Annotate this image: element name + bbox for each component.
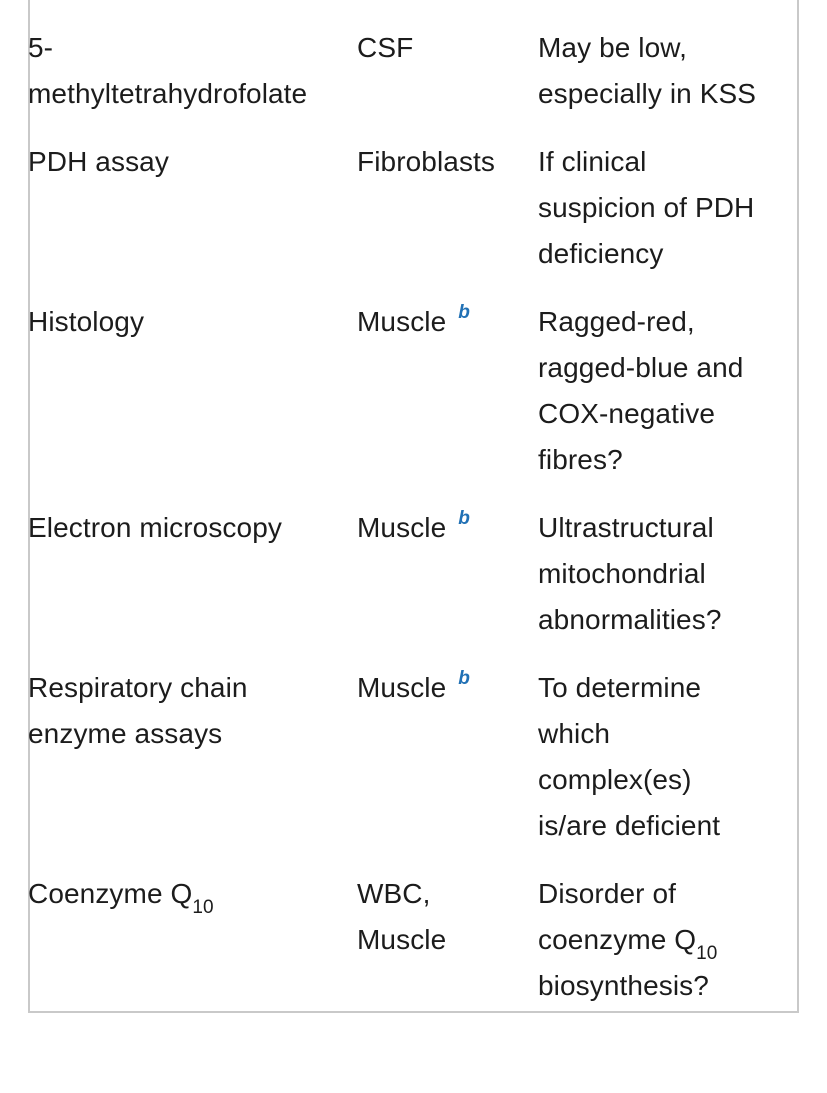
test-line: Electron microscopy — [28, 512, 282, 543]
cell-comment: Ultrastructural mitochondrial abnormalit… — [538, 483, 799, 643]
footnote-marker-b[interactable]: b — [458, 667, 471, 689]
comment-line: To determine — [538, 672, 702, 703]
cell-test: 5- methyltetrahydrofolate — [28, 0, 357, 117]
comment-line: Ultrastructural — [538, 512, 714, 543]
table-border-frame — [28, 0, 799, 1013]
tissue-line: Muscle — [357, 924, 447, 955]
cell-tissue: WBC, Muscle — [357, 849, 538, 1093]
comment-line: coenzyme Q10 — [538, 917, 799, 963]
tissue-line: Fibroblasts — [357, 146, 496, 177]
test-line: 5- — [28, 32, 54, 63]
tissue-text: Muscle — [357, 672, 447, 703]
comment-text: coenzyme Q — [538, 924, 697, 955]
diagnostic-investigations-table: 5- methyltetrahydrofolate CSF May be low… — [28, 0, 799, 1093]
comment-line: If clinical — [538, 146, 647, 177]
cell-test: Electron microscopy — [28, 483, 357, 643]
comment-line: Ragged-red, — [538, 306, 695, 337]
subscript-10: 10 — [696, 942, 718, 964]
test-line: Respiratory chain — [28, 672, 248, 703]
comment-line: abnormalities? — [538, 604, 722, 635]
test-line: methyltetrahydrofolate — [28, 78, 308, 109]
table-row: PDH assay Fibroblasts If clinical suspic… — [28, 117, 799, 277]
tissue-text: Muscle — [357, 512, 447, 543]
cell-tissue: CSF — [357, 0, 538, 117]
test-line: PDH assay — [28, 146, 169, 177]
tissue-text: Muscle — [357, 306, 447, 337]
table-row: Coenzyme Q10 WBC, Muscle Disorder of coe… — [28, 849, 799, 1093]
cell-comment: To determine which complex(es) is/are de… — [538, 643, 799, 849]
comment-line: fibres? — [538, 444, 623, 475]
tissue-line: WBC, — [357, 878, 431, 909]
comment-line: May be low, — [538, 32, 687, 63]
comment-line: mitochondrial — [538, 558, 706, 589]
footnote-marker-b[interactable]: b — [458, 507, 471, 529]
comment-line: is/are deficient — [538, 810, 721, 841]
comment-line: complex(es) — [538, 764, 692, 795]
cell-tissue: Fibroblasts — [357, 117, 538, 277]
cell-test: Histology — [28, 277, 357, 483]
comment-line: deficiency — [538, 238, 664, 269]
comment-line: which — [538, 718, 611, 749]
cell-comment: Ragged-red, ragged-blue and COX-negative… — [538, 277, 799, 483]
cell-test: Respiratory chain enzyme assays — [28, 643, 357, 849]
footnote-marker-b[interactable]: b — [458, 301, 471, 323]
comment-line: biosynthesis? — [538, 970, 709, 1001]
subscript-10: 10 — [192, 896, 214, 918]
comment-line: suspicion of PDH — [538, 192, 755, 223]
page: 5- methyltetrahydrofolate CSF May be low… — [28, 0, 799, 1013]
test-line: Histology — [28, 306, 145, 337]
cell-comment: Disorder of coenzyme Q10 biosynthesis? — [538, 849, 799, 1093]
cell-comment: May be low, especially in KSS — [538, 0, 799, 117]
table-row: 5- methyltetrahydrofolate CSF May be low… — [28, 0, 799, 117]
test-line: enzyme assays — [28, 718, 223, 749]
comment-line: COX-negative — [538, 398, 716, 429]
cell-test: PDH assay — [28, 117, 357, 277]
test-text: Coenzyme Q — [28, 878, 193, 909]
comment-line: ragged-blue and — [538, 352, 744, 383]
comment-line: especially in KSS — [538, 78, 757, 109]
tissue-line: CSF — [357, 32, 414, 63]
cell-comment: If clinical suspicion of PDH deficiency — [538, 117, 799, 277]
table-body: 5- methyltetrahydrofolate CSF May be low… — [28, 0, 799, 1093]
cell-test: Coenzyme Q10 — [28, 849, 357, 1093]
comment-line: Disorder of — [538, 878, 677, 909]
test-line: Coenzyme Q10 — [28, 871, 357, 917]
